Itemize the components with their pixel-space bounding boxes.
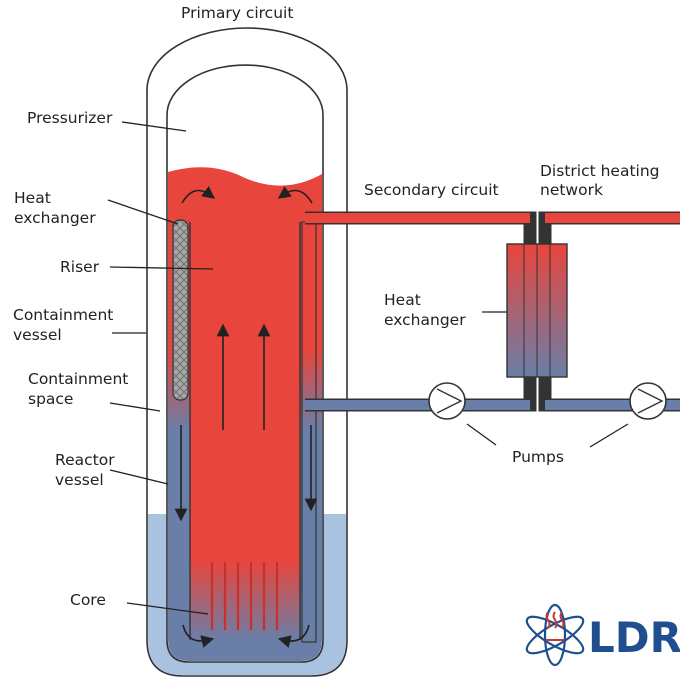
label-heat-exchanger-right-1: Heat [384,291,421,309]
label-riser: Riser [60,258,100,276]
atom-icon [525,603,585,667]
label-secondary-circuit: Secondary circuit [364,181,499,199]
label-pressurizer: Pressurizer [27,109,113,127]
pump-district [629,382,667,420]
internal-heat-exchanger [172,219,189,401]
label-reactor-vessel-1: Reactor [55,451,115,469]
riser-bottom [190,560,300,640]
logo-text: LDR [588,613,680,662]
label-containment-vessel-2: vessel [13,326,62,344]
label-core: Core [70,591,106,609]
label-heat-exchanger-left-1: Heat [14,189,51,207]
leader-lines [107,121,629,615]
label-primary-circuit: Primary circuit [181,4,293,22]
heat-waves-icon [545,611,565,641]
label-containment-space-1: Containment [28,370,128,388]
core-rods [210,562,279,630]
label-pumps: Pumps [512,448,564,466]
label-district-heating-1: District heating [540,162,660,180]
label-heat-exchanger-left-2: exchanger [14,209,96,227]
label-heat-exchanger-right-2: exchanger [384,311,466,329]
label-district-heating-2: network [540,181,603,199]
label-containment-vessel-1: Containment [13,306,113,324]
riser-column [190,222,300,612]
pump-secondary [428,382,466,420]
label-containment-space-2: space [28,390,73,408]
ldr-logo: LDR [525,603,680,667]
flow-arrows [174,186,318,648]
label-reactor-vessel-2: vessel [55,471,104,489]
